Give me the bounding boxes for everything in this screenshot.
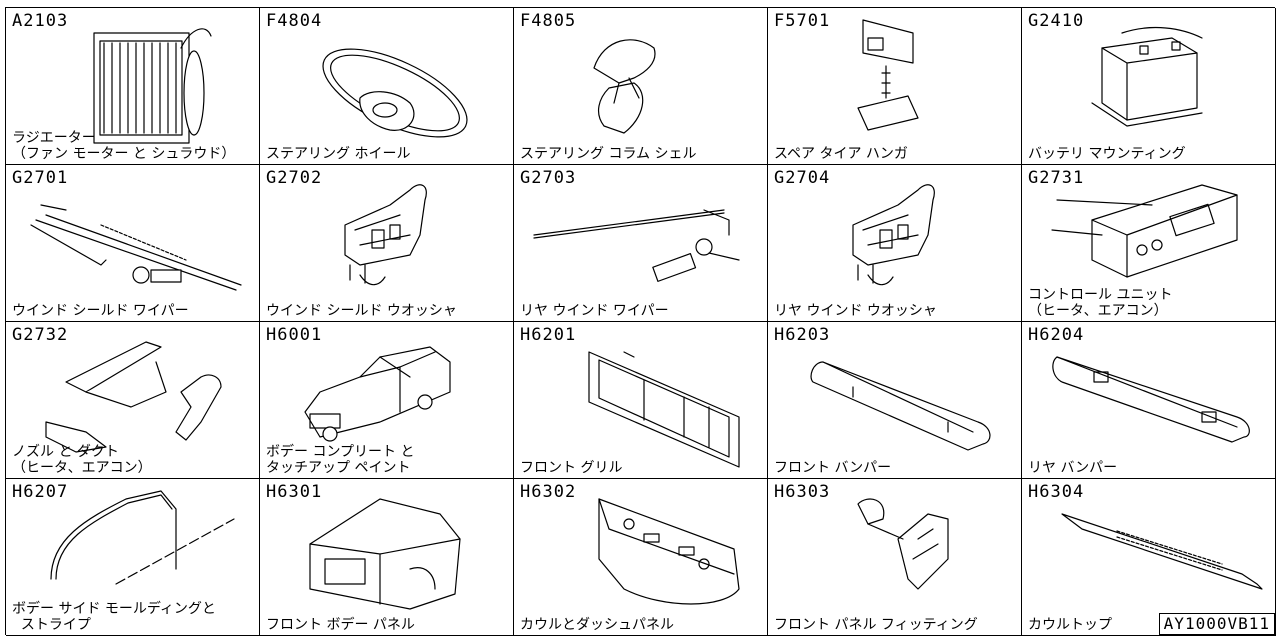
column-shell-icon <box>593 39 656 134</box>
part-name: フロント ボデー パネル <box>266 617 415 633</box>
part-cell[interactable]: F4804 ステアリング ホイール <box>260 8 514 165</box>
part-name: ボデー サイド モールディングと ストライプ <box>12 601 216 633</box>
radiator-icon <box>93 28 212 144</box>
part-code: H6203 <box>774 325 831 345</box>
part-cell[interactable]: H6001 ボデー コンプリート と タッチアップ ペイント <box>260 322 514 479</box>
part-name: スペア タイア ハンガ <box>774 146 908 162</box>
part-cell[interactable]: H6303 フロント パネル フィッティング <box>768 479 1022 636</box>
parts-index-grid: A2103 ラジエーター （ファン モーター と シュラウド） F4804 ステアリ… <box>5 7 1276 636</box>
control-unit-icon <box>1051 184 1238 278</box>
part-code: H6001 <box>266 325 323 345</box>
fitting-icon <box>857 498 949 590</box>
part-name: フロント パネル フィッティング <box>774 617 978 633</box>
part-cell[interactable]: A2103 ラジエーター （ファン モーター と シュラウド） <box>6 8 260 165</box>
part-code: H6201 <box>520 325 577 345</box>
part-code: G2702 <box>266 168 323 188</box>
grille-icon <box>588 351 740 468</box>
part-name: リヤ ウインド ワイパー <box>520 303 669 319</box>
part-cell[interactable]: H6207 ボデー サイド モールディングと ストライプ <box>6 479 260 636</box>
part-code: H6303 <box>774 482 831 502</box>
part-cell[interactable]: H6203 フロント バンパー <box>768 322 1022 479</box>
diagram-reference-code: AY1000VB11 <box>1158 613 1275 635</box>
part-name: リヤ ウインド ウオッシャ <box>774 303 937 319</box>
part-cell[interactable]: H6301 フロント ボデー パネル <box>260 479 514 636</box>
part-name: ボデー コンプリート と タッチアップ ペイント <box>266 444 415 476</box>
part-name: コントロール ユニット （ヒータ、エアコン） <box>1028 287 1173 319</box>
part-code: G2410 <box>1028 11 1085 31</box>
part-code: G2703 <box>520 168 577 188</box>
washer-tank-icon <box>852 184 935 286</box>
rear-wiper-icon <box>533 209 740 282</box>
front-panel-icon <box>309 498 461 610</box>
part-cell[interactable]: F5701 スペア タイア ハンガ <box>768 8 1022 165</box>
part-code: H6301 <box>266 482 323 502</box>
part-name: カウルとダッシュパネル <box>520 617 674 633</box>
part-name: リヤ バンパー <box>1028 460 1118 476</box>
part-name: バッテリ マウンティング <box>1028 146 1186 162</box>
part-name: ウインド シールド ワイパー <box>12 303 189 319</box>
part-code: F5701 <box>774 11 831 31</box>
part-cell[interactable]: H6204 リヤ バンパー <box>1022 322 1276 479</box>
part-code: G2704 <box>774 168 831 188</box>
part-cell[interactable]: F4805 ステアリング コラム シェル <box>514 8 768 165</box>
tire-hanger-icon <box>857 19 919 131</box>
cowl-top-icon <box>1061 513 1263 590</box>
part-cell[interactable]: H6201 フロント グリル <box>514 322 768 479</box>
part-cell[interactable]: G2702 ウインド シールド ウオッシャ <box>260 165 514 322</box>
steering-wheel-icon <box>322 48 468 138</box>
car-body-icon <box>304 346 451 442</box>
part-code: H6302 <box>520 482 577 502</box>
part-name: ウインド シールド ウオッシャ <box>266 303 457 319</box>
part-name: カウルトップ <box>1028 617 1112 633</box>
part-name: ノズル と ダクト （ヒータ、エアコン） <box>12 444 152 476</box>
part-cell[interactable]: G2703 リヤ ウインド ワイパー <box>514 165 768 322</box>
part-name: ステアリング ホイール <box>266 146 411 162</box>
part-code: G2731 <box>1028 168 1085 188</box>
part-cell[interactable]: G2410 バッテリ マウンティング <box>1022 8 1276 165</box>
part-cell[interactable]: G2732 ノズル と ダクト （ヒータ、エアコン） <box>6 322 260 479</box>
part-code: G2701 <box>12 168 69 188</box>
part-code: H6304 <box>1028 482 1085 502</box>
part-name: ラジエーター （ファン モーター と シュラウド） <box>12 130 236 162</box>
part-code: H6204 <box>1028 325 1085 345</box>
dash-panel-icon <box>598 498 740 605</box>
bumper-icon <box>810 361 991 451</box>
part-cell[interactable]: H6304 カウルトップ <box>1022 479 1276 636</box>
part-code: G2732 <box>12 325 69 345</box>
nozzle-duct-icon <box>45 341 222 453</box>
part-name: フロント グリル <box>520 460 623 476</box>
wiper-icon <box>30 204 242 291</box>
molding-icon <box>50 490 235 585</box>
rear-bumper-icon <box>1052 356 1250 443</box>
part-code: H6207 <box>12 482 69 502</box>
part-cell[interactable]: G2701 ウインド シールド ワイパー <box>6 165 260 322</box>
battery-icon <box>1091 26 1203 127</box>
part-code: F4804 <box>266 11 323 31</box>
part-code: F4805 <box>520 11 577 31</box>
part-name: フロント バンパー <box>774 460 892 476</box>
part-code: A2103 <box>12 11 69 31</box>
part-cell[interactable]: G2731 コントロール ユニット （ヒータ、エアコン） <box>1022 165 1276 322</box>
part-cell[interactable]: G2704 リヤ ウインド ウオッシャ <box>768 165 1022 322</box>
washer-tank-icon <box>344 184 427 286</box>
part-cell[interactable]: H6302 カウルとダッシュパネル <box>514 479 768 636</box>
part-name: ステアリング コラム シェル <box>520 146 697 162</box>
